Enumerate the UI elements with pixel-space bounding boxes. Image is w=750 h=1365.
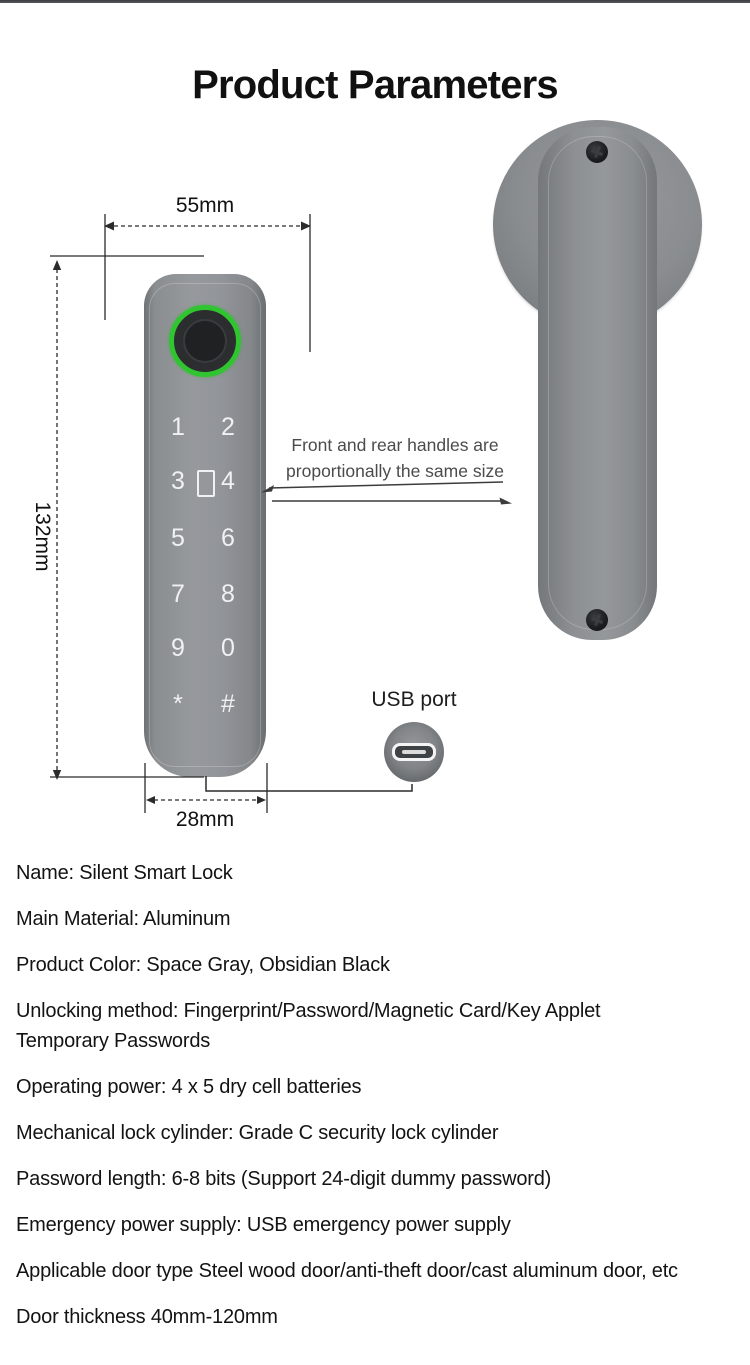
usb-port-illustration <box>384 722 444 782</box>
key-9: 9 <box>171 634 185 662</box>
handles-note-line2: proportionally the same size <box>286 461 504 481</box>
arrowhead <box>257 796 266 804</box>
usb-c-tongue <box>402 749 426 754</box>
key-8: 8 <box>221 580 235 608</box>
screw-icon-bottom <box>586 609 608 631</box>
rear-handle-bar <box>538 127 657 640</box>
usb-leader-line <box>205 776 413 792</box>
key-2: 2 <box>221 413 235 441</box>
usb-c-port-icon <box>392 743 436 761</box>
arrowhead <box>104 221 114 231</box>
fingerprint-sensor-icon <box>169 305 241 377</box>
key-1: 1 <box>171 413 185 441</box>
key-star: * <box>173 690 183 718</box>
key-6: 6 <box>221 524 235 552</box>
arrowhead <box>52 770 62 780</box>
arrowhead <box>499 497 512 505</box>
key-3: 3 <box>171 467 185 495</box>
arrowhead <box>146 796 155 804</box>
handles-note: Front and rear handles are proportionall… <box>250 432 540 484</box>
spec-door-thickness: Door thickness 40mm-120mm <box>16 1306 278 1328</box>
spec-color: Product Color: Space Gray, Obsidian Blac… <box>16 954 390 976</box>
key-7: 7 <box>171 580 185 608</box>
handles-note-line1: Front and rear handles are <box>291 435 499 455</box>
spec-material: Main Material: Aluminum <box>16 908 231 930</box>
dim-label-132mm: 132mm <box>31 501 54 572</box>
key-hash: # <box>221 690 235 718</box>
spec-unlocking-method-2: Temporary Passwords <box>16 1030 211 1052</box>
key-4: 4 <box>221 467 235 495</box>
dim-label-55mm: 55mm <box>175 194 235 217</box>
magnetic-card-icon <box>197 470 215 497</box>
key-0: 0 <box>221 634 235 662</box>
usb-port-label: USB port <box>371 688 457 711</box>
spec-password-length: Password length: 6-8 bits (Support 24-di… <box>16 1168 552 1190</box>
spec-unlocking-method: Unlocking method: Fingerprint/Password/M… <box>16 1000 601 1022</box>
dim-label-28mm: 28mm <box>175 808 235 831</box>
spec-lock-cylinder: Mechanical lock cylinder: Grade C securi… <box>16 1122 499 1144</box>
page-title: Product Parameters <box>192 62 559 107</box>
spec-name: Name: Silent Smart Lock <box>16 862 233 884</box>
top-border <box>0 0 750 3</box>
spec-door-type: Applicable door type Steel wood door/ant… <box>16 1260 678 1282</box>
arrowhead <box>52 260 62 270</box>
key-5: 5 <box>171 524 185 552</box>
screw-icon-top <box>586 141 608 163</box>
rear-handle-panel-outline <box>548 136 647 630</box>
spec-list: Name: Silent Smart Lock Main Material: A… <box>16 858 742 1348</box>
keypad: 1 2 3 4 5 6 7 8 9 0 * # <box>144 400 266 730</box>
fingerprint-sensor-core <box>183 319 227 363</box>
spec-operating-power: Operating power: 4 x 5 dry cell batterie… <box>16 1076 362 1098</box>
arrowhead <box>301 221 311 231</box>
spec-emergency-power: Emergency power supply: USB emergency po… <box>16 1214 511 1236</box>
front-handle-panel-outline <box>149 283 261 767</box>
